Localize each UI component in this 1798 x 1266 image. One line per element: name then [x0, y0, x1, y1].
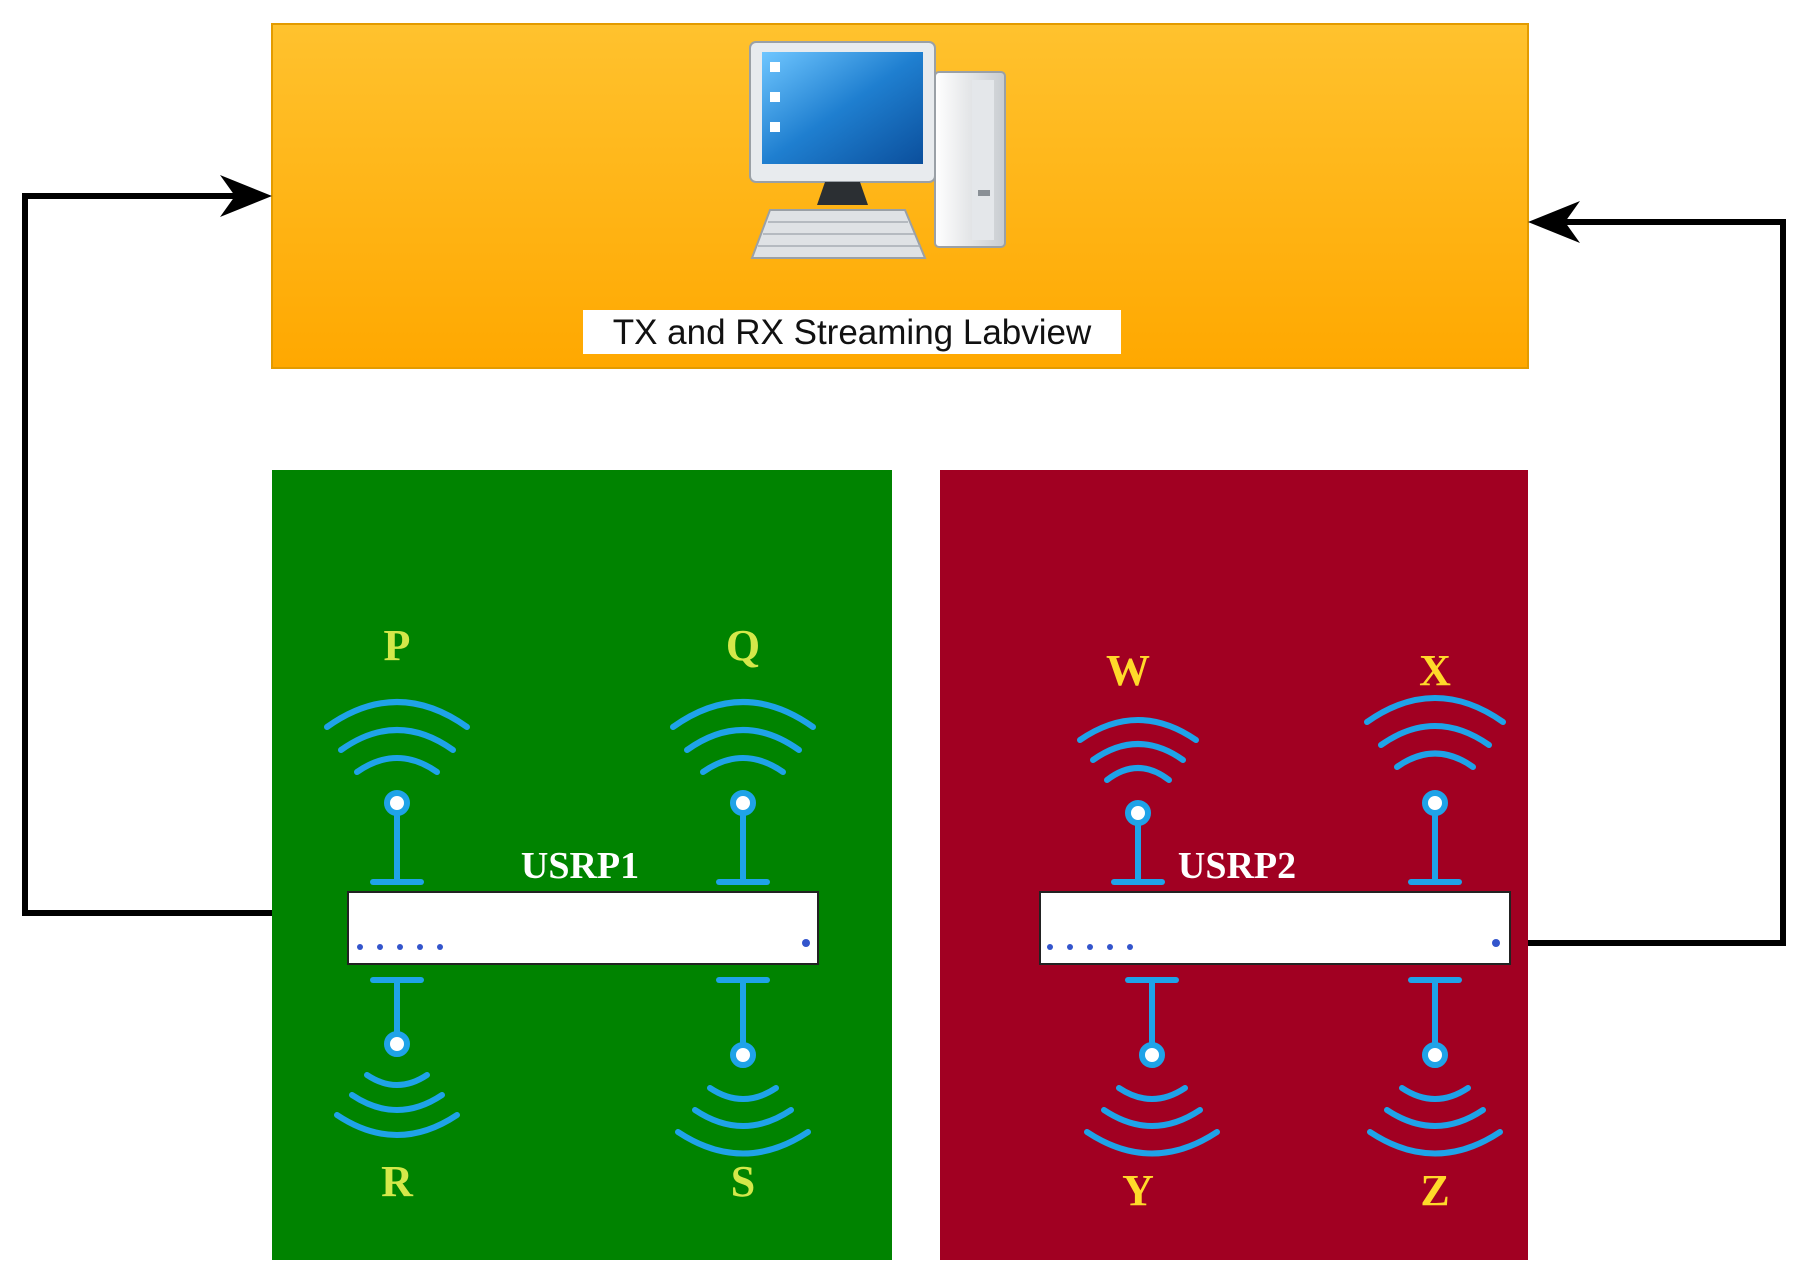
- usrp2-port-dots: [1047, 939, 1500, 950]
- antenna-label-w: W: [1106, 646, 1150, 695]
- desktop-computer-icon: [749, 41, 1006, 259]
- antenna-r-icon: [334, 977, 460, 1138]
- antenna-z-icon: [1367, 977, 1503, 1157]
- antenna-y-icon: [1084, 977, 1220, 1157]
- computer-label-background: [583, 310, 1121, 354]
- usrp1-panel: P Q R S USRP1: [272, 470, 892, 1260]
- antenna-label-y: Y: [1122, 1166, 1154, 1215]
- arrowhead-left-icon: [220, 175, 272, 217]
- usrp2-label: USRP2: [1178, 845, 1296, 887]
- usrp1-label: USRP1: [521, 845, 639, 887]
- antenna-label-x: X: [1419, 646, 1451, 695]
- antenna-q-icon: [670, 699, 816, 885]
- usrp1-to-computer-connector: [22, 193, 348, 916]
- antenna-label-p: P: [384, 621, 411, 670]
- labview-computer-box: TX and RX Streaming Labview: [271, 23, 1529, 369]
- antenna-label-s: S: [731, 1157, 755, 1206]
- computer-label: TX and RX Streaming Labview: [613, 313, 1092, 352]
- connectors: [22, 193, 1786, 946]
- usrp2-to-computer-connector: [1503, 219, 1786, 946]
- usrp2-panel: W X Y Z USRP2: [940, 470, 1528, 1260]
- antenna-x-icon: [1364, 695, 1506, 885]
- antenna-label-r: R: [381, 1157, 414, 1206]
- arrowhead-right-icon: [1528, 201, 1580, 243]
- usrp1-device: [347, 891, 819, 965]
- usrp1-port-dots: [357, 939, 810, 950]
- antenna-label-z: Z: [1420, 1166, 1449, 1215]
- antenna-label-q: Q: [726, 621, 760, 670]
- usrp2-device: [1039, 891, 1511, 965]
- antenna-p-icon: [324, 699, 470, 885]
- antenna-w-icon: [1077, 717, 1199, 885]
- usrp1-panel-background: [272, 470, 892, 1260]
- antenna-s-icon: [675, 977, 811, 1157]
